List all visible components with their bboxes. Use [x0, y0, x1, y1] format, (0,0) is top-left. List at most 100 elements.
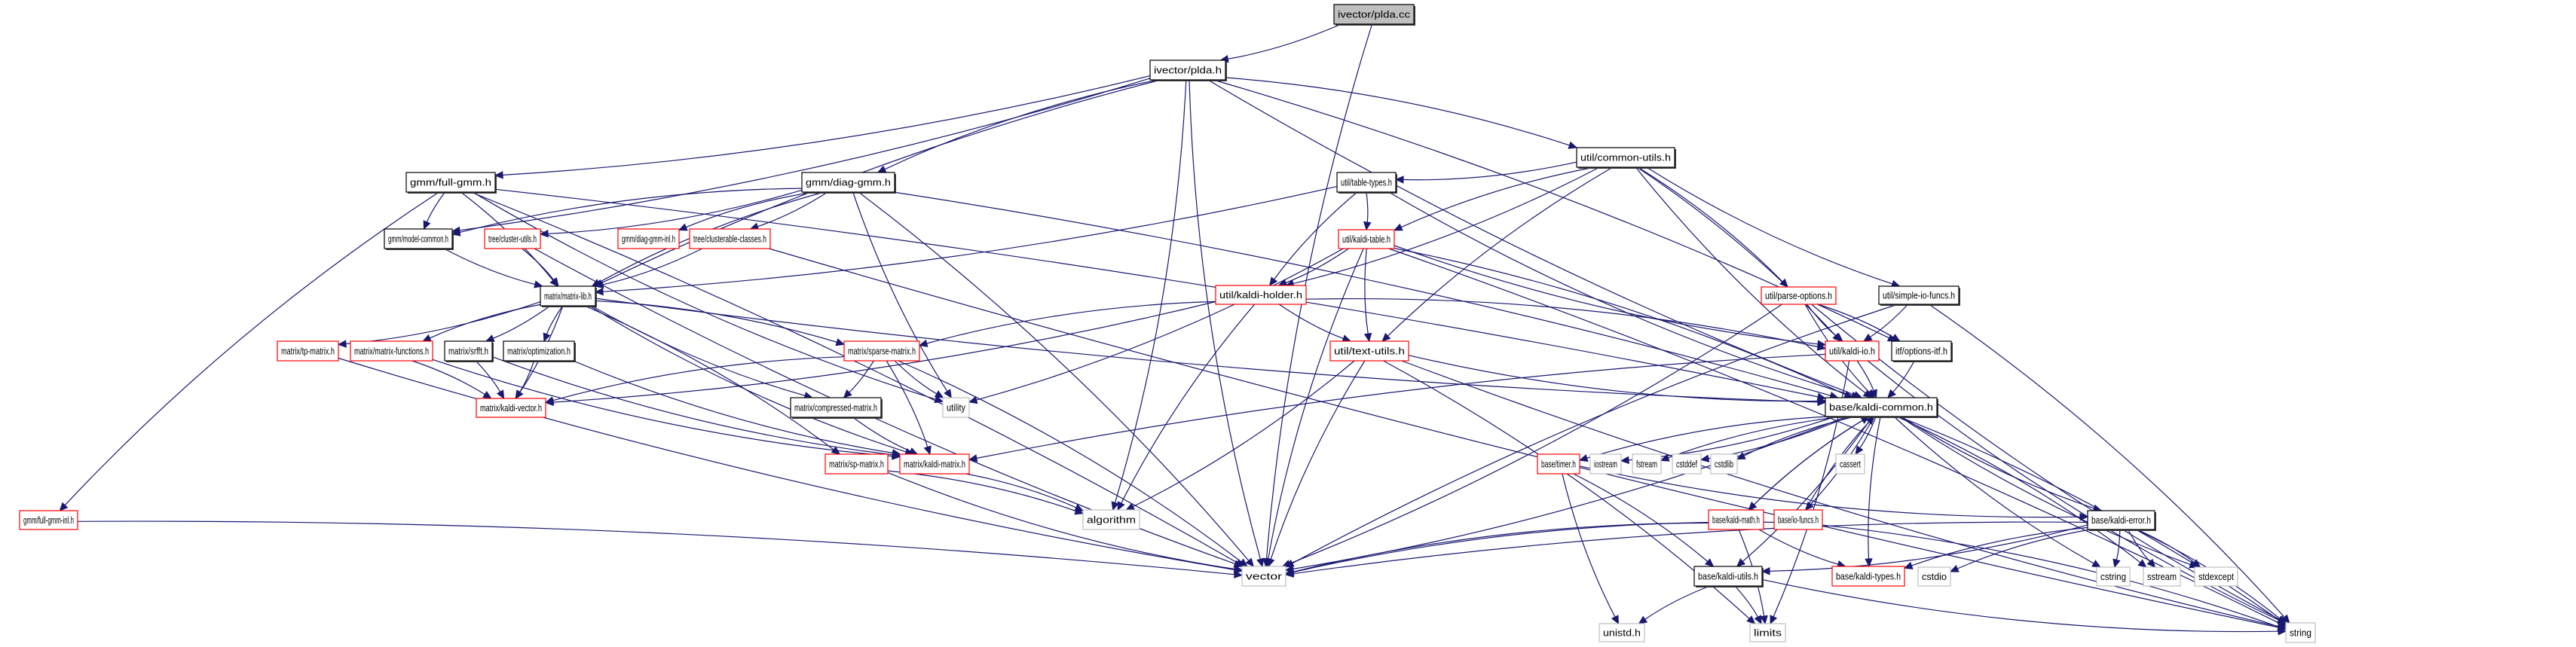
node-optimization[interactable]: matrix/optimization.h: [503, 340, 576, 362]
edge-full_gmm-to-full_gmm_inl: [64, 191, 439, 506]
node-box: [1336, 172, 1397, 193]
node-plda-cc[interactable]: ivector/plda.cc: [1333, 4, 1415, 26]
node-box: [825, 453, 889, 475]
node-label: matrix/tp-matrix.h: [281, 346, 335, 357]
edge-clusterable-to-string: [769, 248, 2279, 628]
edge-kaldi_math-to-kaldi_types: [1758, 529, 1839, 565]
node-kaldi-table[interactable]: util/kaldi-table.h: [1338, 229, 1395, 249]
node-shadow: [542, 288, 597, 307]
arrowhead-icon: [482, 390, 492, 399]
edge-kaldi_common-to-kaldi_utils: [1742, 416, 1874, 562]
node-label: util/table-types.h: [1341, 177, 1392, 188]
node-kaldi-matrix[interactable]: matrix/kaldi-matrix.h: [899, 453, 970, 475]
node-tp-matrix[interactable]: matrix/tp-matrix.h: [277, 340, 339, 362]
node-kaldi-vector[interactable]: matrix/kaldi-vector.h: [476, 398, 546, 418]
node-label: base/kaldi-error.h: [2091, 514, 2151, 526]
node-kaldi-common[interactable]: base/kaldi-common.h: [1825, 397, 1938, 418]
arrowhead-icon: [678, 223, 688, 231]
node-unistd: unistd.h: [1599, 623, 1645, 642]
edge-kaldi_common-to-stdexcept: [1899, 416, 2191, 566]
node-table-types[interactable]: util/table-types.h: [1336, 172, 1397, 194]
node-box: [1825, 340, 1880, 362]
node-box: [384, 228, 453, 249]
edge-srfft-to-kaldi_matrix: [491, 356, 893, 456]
node-shadow: [446, 343, 494, 362]
node-box: [19, 510, 78, 530]
node-kaldi-utils[interactable]: base/kaldi-utils.h: [1693, 566, 1764, 587]
arrowhead-icon: [496, 389, 505, 400]
node-label: iostream: [1594, 459, 1617, 470]
edge-simple_io-to-kaldi_io: [1870, 304, 1909, 338]
edge-io_funcs-to-vector: [1293, 521, 1775, 573]
node-common-utils[interactable]: util/common-utils.h: [1576, 147, 1676, 169]
arrowhead-icon: [423, 220, 431, 230]
node-label: tree/clusterable-classes.h: [693, 233, 766, 245]
arrowhead-icon: [1869, 389, 1877, 399]
arrowhead-icon: [2091, 560, 2101, 568]
node-box: [2087, 510, 2155, 530]
edge-kaldi_common-to-cstring: [1893, 416, 2094, 564]
node-matrix-functions[interactable]: matrix/matrix-functions.h: [350, 340, 433, 362]
node-simple-io[interactable]: util/simple-io-funcs.h: [1878, 285, 1960, 306]
node-label: fstream: [1636, 459, 1657, 470]
node-fstream: fstream: [1632, 453, 1662, 475]
node-box: [1831, 566, 1905, 587]
node-sp-matrix[interactable]: matrix/sp-matrix.h: [825, 453, 889, 475]
node-diag-gmm[interactable]: gmm/diag-gmm.h: [801, 172, 896, 194]
arrowhead-icon: [908, 447, 919, 455]
node-box: [350, 340, 433, 362]
node-compressed-matrix[interactable]: matrix/compressed-matrix.h: [790, 397, 883, 419]
node-parse-options[interactable]: util/parse-options.h: [1761, 286, 1837, 305]
node-full-gmm-inl[interactable]: gmm/full-gmm-inl.h: [19, 510, 78, 530]
edge-kaldi_common-to-cassert: [1859, 416, 1877, 449]
arrowhead-icon: [1074, 503, 1085, 511]
node-label: gmm/full-gmm-inl.h: [23, 514, 74, 526]
edge-kaldi_error-to-sstream: [2127, 529, 2151, 563]
node-box: [1917, 566, 1951, 587]
node-label: unistd.h: [1603, 627, 1641, 639]
edge-plda_cc-to-plda_h: [1228, 23, 1342, 60]
node-label: ivector/plda.h: [1154, 65, 1222, 76]
node-text-utils[interactable]: util/text-utils.h: [1329, 340, 1409, 362]
edge-parse_options-to-kaldi_io: [1807, 304, 1837, 337]
node-cluster-utils[interactable]: tree/cluster-utils.h: [484, 228, 541, 249]
arrowhead-icon: [877, 165, 887, 173]
edge-matrix_lib-to-srfft: [493, 305, 551, 339]
edge-matrix_lib-to-sp_matrix: [584, 305, 834, 450]
node-sparse-matrix[interactable]: matrix/sparse-matrix.h: [843, 340, 920, 362]
edge-text_utils-to-string: [1401, 360, 2279, 627]
arrowhead-icon: [1578, 454, 1589, 462]
node-clusterable[interactable]: tree/clusterable-classes.h: [689, 228, 771, 249]
edge-kaldi_holder-to-sparse_matrix: [926, 301, 1216, 344]
edge-kaldi_common-to-string: [1898, 416, 2281, 621]
node-plda-h[interactable]: ivector/plda.h: [1149, 60, 1227, 81]
node-srfft[interactable]: matrix/srfft.h: [444, 340, 494, 362]
node-matrix-lib[interactable]: matrix/matrix-lib.h: [540, 285, 597, 307]
edge-kaldi_holder-to-kaldi_io: [1305, 298, 1819, 348]
node-label: matrix/srfft.h: [448, 346, 488, 357]
node-diag-gmm-inl[interactable]: gmm/diag-gmm-inl.h: [617, 228, 680, 249]
node-label: matrix/sparse-matrix.h: [848, 346, 916, 357]
node-timer[interactable]: base/timer.h: [1537, 453, 1580, 475]
node-box: [1333, 4, 1415, 25]
arrowhead-icon: [1887, 389, 1897, 398]
node-options-itf[interactable]: itf/options-itf.h: [1891, 340, 1953, 362]
node-full-gmm[interactable]: gmm/full-gmm.h: [405, 172, 497, 194]
edge-kaldi_common-to-timer: [1586, 416, 1828, 459]
edge-plda_h-to-common_utils: [1225, 77, 1570, 146]
node-kaldi-holder[interactable]: util/kaldi-holder.h: [1215, 285, 1307, 305]
node-label: matrix/kaldi-matrix.h: [904, 459, 965, 470]
edge-kaldi_common-to-cstddef: [1708, 416, 1849, 459]
node-io-funcs[interactable]: base/io-funcs.h: [1773, 509, 1823, 530]
node-label: cstddef: [1676, 459, 1697, 470]
node-kaldi-io[interactable]: util/kaldi-io.h: [1825, 340, 1880, 362]
node-kaldi-error[interactable]: base/kaldi-error.h: [2087, 510, 2156, 531]
arrowhead-icon: [1568, 141, 1578, 149]
edge-sparse_matrix-to-kaldi_vector: [552, 356, 845, 401]
node-kaldi-math[interactable]: base/kaldi-math.h: [1708, 509, 1764, 530]
node-model-common[interactable]: gmm/model-common.h: [384, 228, 454, 250]
node-label: base/kaldi-math.h: [1712, 514, 1760, 526]
node-kaldi-types[interactable]: base/kaldi-types.h: [1831, 566, 1905, 587]
arrowhead-icon: [544, 396, 555, 404]
node-shadow: [386, 230, 454, 250]
